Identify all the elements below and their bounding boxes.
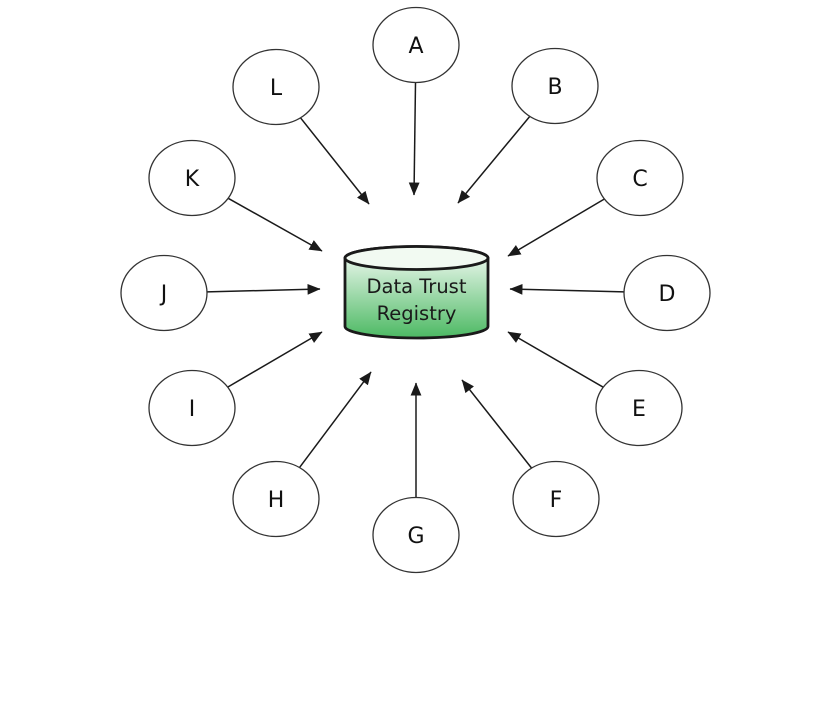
nodes-layer: A B C D E F G H I J K L bbox=[120, 6, 711, 574]
node-I: I bbox=[148, 369, 236, 447]
arrow-K-to-center bbox=[227, 197, 323, 252]
node-label-F: F bbox=[550, 488, 563, 513]
node-circle-J bbox=[120, 254, 208, 332]
arrow-F-to-center bbox=[461, 379, 533, 469]
center-node-cylinder: Data Trust Registry bbox=[343, 245, 490, 340]
node-label-L: L bbox=[270, 76, 283, 101]
node-label-D: D bbox=[659, 282, 676, 307]
node-L: L bbox=[232, 48, 320, 126]
edges-layer bbox=[206, 82, 625, 498]
node-circle-C bbox=[596, 139, 684, 217]
node-label-K: K bbox=[185, 167, 200, 192]
node-circle-K bbox=[148, 139, 236, 217]
node-D: D bbox=[623, 254, 711, 332]
node-circle-E bbox=[595, 369, 683, 447]
arrow-J-to-center bbox=[206, 283, 321, 295]
node-label-E: E bbox=[632, 397, 646, 422]
node-J: J bbox=[120, 254, 208, 332]
arrow-E-to-center bbox=[507, 331, 604, 388]
node-label-I: I bbox=[189, 397, 196, 422]
node-label-J: J bbox=[159, 282, 168, 307]
arrow-C-to-center bbox=[507, 198, 605, 257]
node-label-H: H bbox=[268, 488, 285, 513]
arrow-B-to-center bbox=[457, 115, 531, 204]
node-G: G bbox=[372, 496, 460, 574]
arrow-L-to-center bbox=[299, 117, 370, 205]
node-label-A: A bbox=[408, 34, 423, 59]
node-K: K bbox=[148, 139, 236, 217]
node-label-G: G bbox=[407, 524, 424, 549]
cylinder-label-line1: Data Trust bbox=[367, 275, 467, 298]
node-circle-A bbox=[372, 6, 460, 84]
cylinder-top-ellipse bbox=[343, 245, 490, 271]
node-E: E bbox=[595, 369, 683, 447]
node-circle-F bbox=[512, 460, 600, 538]
node-circle-H bbox=[232, 460, 320, 538]
arrow-H-to-center bbox=[298, 371, 372, 469]
node-label-C: C bbox=[632, 167, 647, 192]
node-H: H bbox=[232, 460, 320, 538]
arrow-D-to-center bbox=[509, 283, 625, 295]
arrow-A-to-center bbox=[408, 82, 420, 196]
node-A: A bbox=[372, 6, 460, 84]
node-circle-B bbox=[511, 47, 599, 125]
node-F: F bbox=[512, 460, 600, 538]
node-circle-L bbox=[232, 48, 320, 126]
node-circle-D bbox=[623, 254, 711, 332]
node-circle-I bbox=[148, 369, 236, 447]
cylinder-label-line2: Registry bbox=[377, 302, 457, 325]
node-label-B: B bbox=[547, 75, 562, 100]
arrow-I-to-center bbox=[227, 331, 323, 388]
node-circle-G bbox=[372, 496, 460, 574]
node-C: C bbox=[596, 139, 684, 217]
node-B: B bbox=[511, 47, 599, 125]
